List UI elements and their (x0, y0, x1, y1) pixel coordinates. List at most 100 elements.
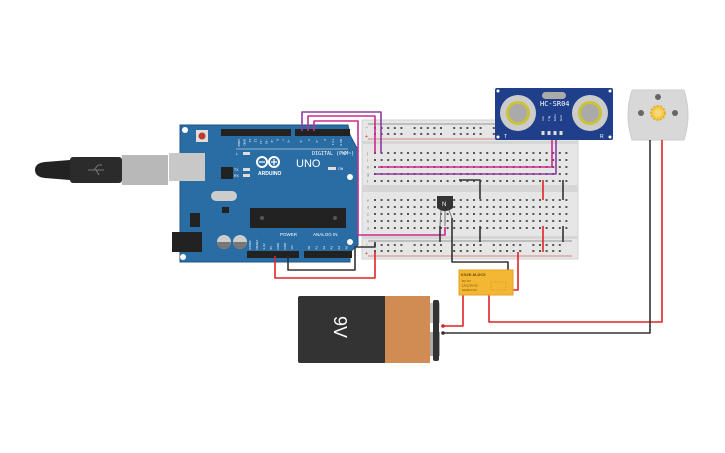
breadboard-hole[interactable] (387, 199, 390, 201)
rail-hole[interactable] (473, 127, 475, 129)
breadboard-hole[interactable] (539, 159, 541, 161)
breadboard-hole[interactable] (565, 220, 568, 222)
breadboard-hole[interactable] (374, 159, 376, 161)
breadboard-hole[interactable] (552, 199, 555, 201)
breadboard-hole[interactable] (387, 180, 390, 182)
breadboard-hole[interactable] (420, 159, 423, 161)
breadboard-hole[interactable] (479, 159, 482, 161)
rail-hole[interactable] (440, 250, 442, 252)
wire-black-motor[interactable] (443, 140, 651, 334)
breadboard-hole[interactable] (393, 180, 396, 182)
breadboard-hole[interactable] (420, 227, 423, 229)
breadboard-hole[interactable] (393, 159, 396, 161)
breadboard-hole[interactable] (539, 220, 541, 222)
rail-hole[interactable] (387, 133, 390, 135)
breadboard-hole[interactable] (552, 213, 555, 215)
breadboard-hole[interactable] (420, 213, 423, 215)
breadboard-hole[interactable] (374, 206, 376, 208)
breadboard-hole[interactable] (466, 227, 469, 229)
breadboard-hole[interactable] (565, 166, 568, 168)
breadboard-hole[interactable] (499, 213, 502, 215)
breadboard-hole[interactable] (407, 220, 409, 222)
rail-hole[interactable] (519, 244, 522, 246)
breadboard-hole[interactable] (479, 199, 482, 201)
wire-magenta-transistor[interactable] (313, 120, 446, 236)
rail-hole[interactable] (420, 244, 423, 246)
rail-hole[interactable] (512, 244, 515, 246)
breadboard-hole[interactable] (426, 206, 429, 208)
rail-hole[interactable] (440, 133, 442, 135)
rail-hole[interactable] (387, 244, 390, 246)
rail-hole[interactable] (492, 133, 495, 135)
breadboard-hole[interactable] (479, 152, 482, 154)
breadboard-hole[interactable] (413, 152, 416, 154)
breadboard-hole[interactable] (545, 152, 548, 154)
rail-hole[interactable] (545, 250, 548, 252)
breadboard-hole[interactable] (393, 220, 396, 222)
breadboard-hole[interactable] (407, 227, 409, 229)
breadboard-hole[interactable] (433, 206, 436, 208)
breadboard-hole[interactable] (433, 227, 436, 229)
breadboard-hole[interactable] (552, 159, 555, 161)
breadboard-hole[interactable] (519, 180, 522, 182)
breadboard-hole[interactable] (565, 206, 568, 208)
breadboard-hole[interactable] (499, 159, 502, 161)
breadboard-hole[interactable] (453, 206, 456, 208)
breadboard-hole[interactable] (552, 220, 555, 222)
breadboard-hole[interactable] (459, 159, 462, 161)
rail-hole[interactable] (400, 250, 403, 252)
breadboard-hole[interactable] (459, 213, 462, 215)
breadboard-hole[interactable] (506, 213, 508, 215)
breadboard-hole[interactable] (473, 152, 475, 154)
breadboard-hole[interactable] (453, 152, 456, 154)
breadboard-hole[interactable] (380, 206, 383, 208)
rail-hole[interactable] (433, 127, 436, 129)
dc-motor[interactable] (627, 89, 689, 141)
breadboard-hole[interactable] (433, 152, 436, 154)
breadboard-hole[interactable] (387, 159, 390, 161)
breadboard-hole[interactable] (525, 220, 528, 222)
breadboard-hole[interactable] (506, 152, 508, 154)
breadboard-hole[interactable] (558, 166, 561, 168)
breadboard-hole[interactable] (433, 159, 436, 161)
breadboard-hole[interactable] (532, 206, 535, 208)
rail-hole[interactable] (492, 244, 495, 246)
breadboard-hole[interactable] (532, 199, 535, 201)
breadboard-hole[interactable] (393, 227, 396, 229)
breadboard-hole[interactable] (506, 220, 508, 222)
breadboard-hole[interactable] (400, 206, 403, 208)
breadboard-hole[interactable] (558, 220, 561, 222)
breadboard-hole[interactable] (407, 199, 409, 201)
rail-hole[interactable] (466, 250, 469, 252)
breadboard-hole[interactable] (426, 159, 429, 161)
breadboard-hole[interactable] (446, 220, 449, 222)
breadboard-hole[interactable] (440, 220, 442, 222)
breadboard-hole[interactable] (393, 199, 396, 201)
rail-hole[interactable] (499, 244, 502, 246)
breadboard-hole[interactable] (466, 159, 469, 161)
breadboard-hole[interactable] (512, 159, 515, 161)
breadboard-hole[interactable] (413, 206, 416, 208)
breadboard-hole[interactable] (506, 180, 508, 182)
breadboard-hole[interactable] (506, 199, 508, 201)
rail-hole[interactable] (413, 250, 416, 252)
rail-hole[interactable] (532, 244, 535, 246)
sensor-pin[interactable] (547, 131, 551, 135)
breadboard-hole[interactable] (387, 220, 390, 222)
breadboard-hole[interactable] (453, 159, 456, 161)
sensor-pin[interactable] (559, 131, 563, 135)
breadboard-hole[interactable] (492, 180, 495, 182)
rail-hole[interactable] (380, 250, 383, 252)
breadboard-hole[interactable] (407, 206, 409, 208)
breadboard-hole[interactable] (426, 180, 429, 182)
breadboard-hole[interactable] (380, 159, 383, 161)
breadboard-hole[interactable] (552, 227, 555, 229)
breadboard-hole[interactable] (519, 213, 522, 215)
breadboard-hole[interactable] (545, 199, 548, 201)
breadboard-hole[interactable] (426, 199, 429, 201)
breadboard-hole[interactable] (407, 152, 409, 154)
rail-hole[interactable] (479, 250, 482, 252)
rail-hole[interactable] (426, 250, 429, 252)
breadboard-hole[interactable] (532, 220, 535, 222)
